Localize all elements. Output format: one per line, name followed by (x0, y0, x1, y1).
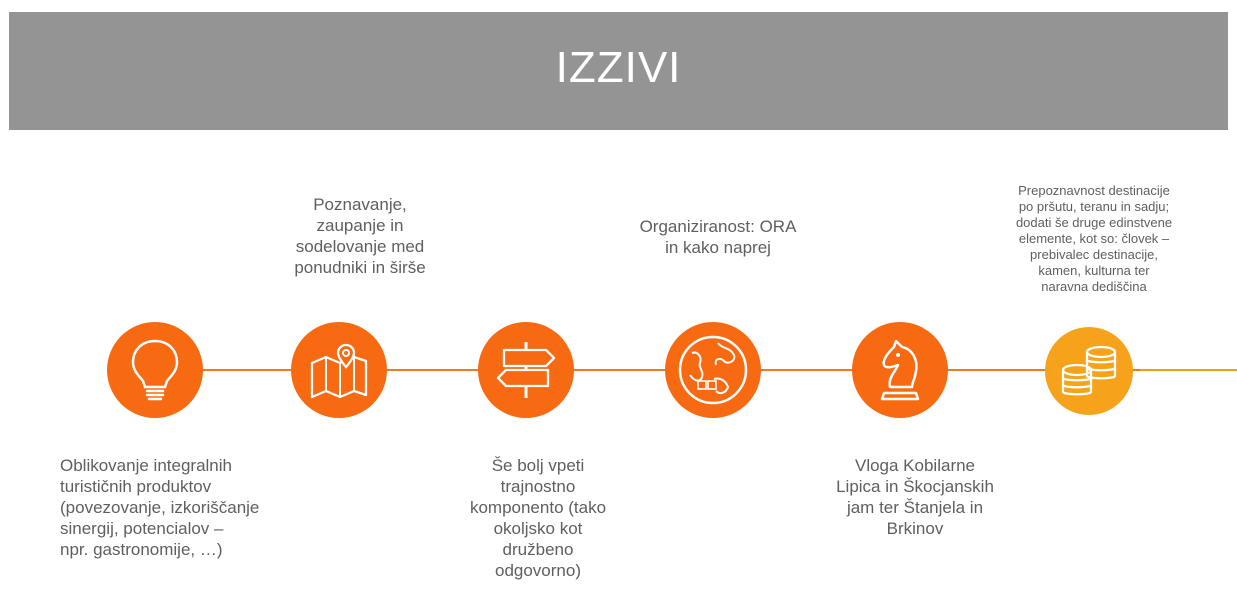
page-title: IZZIVI (555, 43, 682, 92)
step-6-label: Prepoznavnost destinacije po pršutu, ter… (1015, 183, 1173, 294)
coins-icon (1061, 345, 1117, 396)
timeline-node-2 (291, 322, 387, 418)
timeline-line-end (1140, 369, 1237, 371)
step-1-label: Oblikovanje integralnih turističnih prod… (60, 456, 260, 559)
chess-knight-icon (880, 339, 920, 401)
step-5-label: Vloga Kobilarne Lipica in Škocjanskih ja… (836, 456, 994, 538)
globe-icon (678, 335, 748, 405)
lightbulb-icon (131, 339, 179, 401)
timeline-node-4 (665, 322, 761, 418)
step-4-label: Organiziranost: ORA in kako naprej (639, 217, 797, 257)
map-pin-icon (310, 343, 368, 399)
timeline-node-3 (478, 322, 574, 418)
timeline-node-6 (1045, 327, 1133, 415)
signpost-icon (496, 342, 556, 398)
step-3-label: Še bolj vpeti trajnostno komponento (tak… (469, 456, 607, 580)
timeline-node-5 (852, 322, 948, 418)
step-2-label: Poznavanje, zaupanje in sodelovanje med … (294, 195, 426, 277)
timeline-node-1 (107, 322, 203, 418)
title-banner: IZZIVI (9, 12, 1228, 130)
